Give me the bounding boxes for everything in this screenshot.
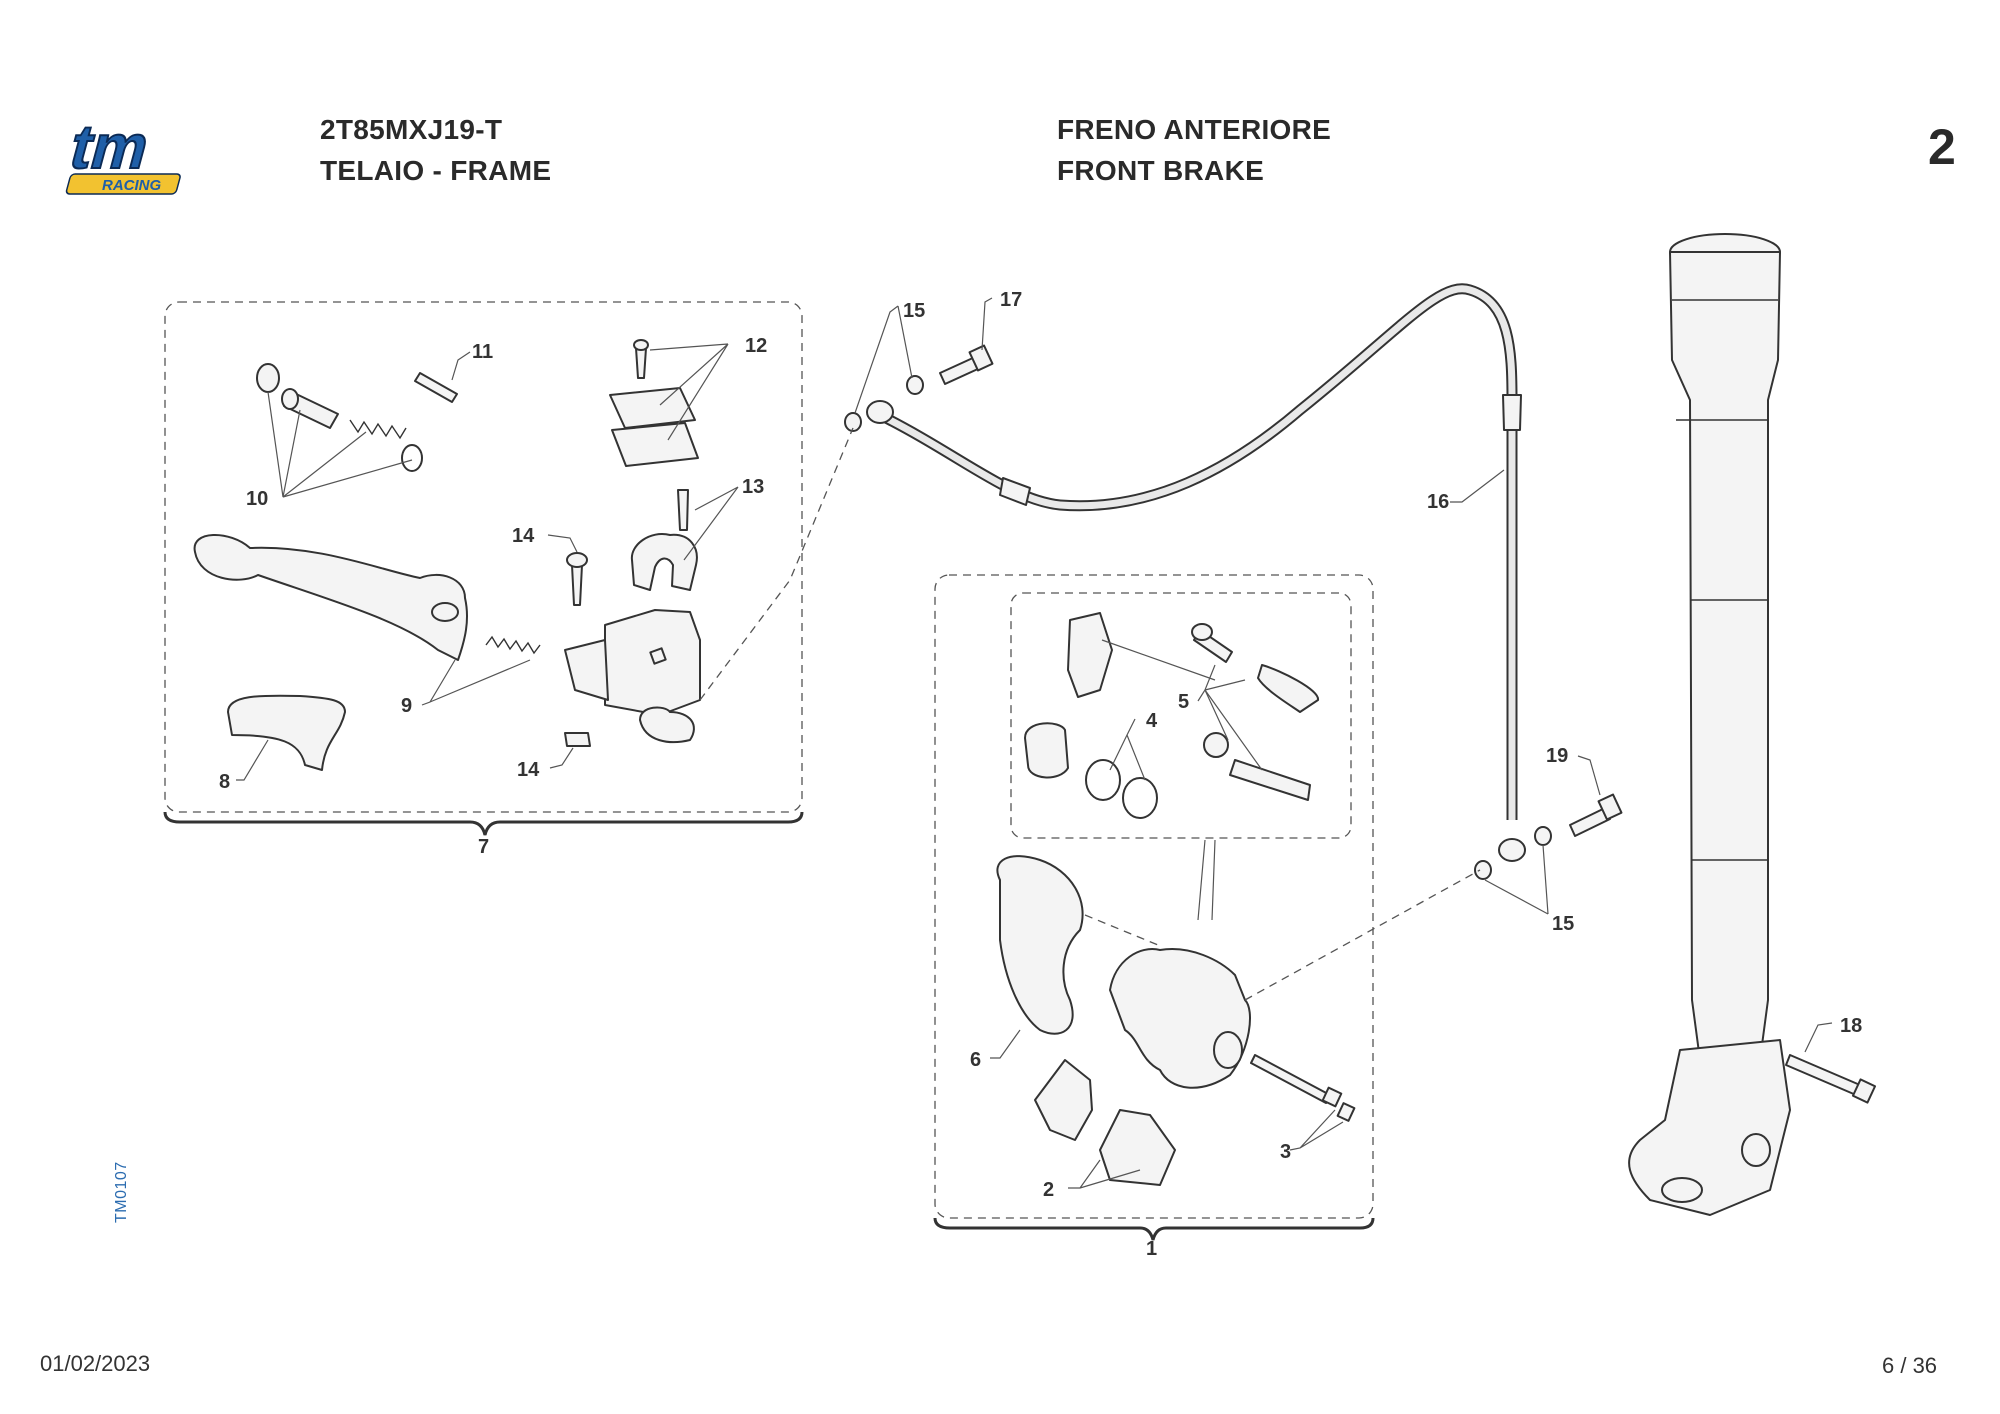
group-7-box: [164, 301, 803, 813]
group-4-5-box: [1010, 592, 1352, 839]
callout-16: 16: [1427, 491, 1449, 513]
callout-18: 18: [1840, 1015, 1862, 1037]
banjo-bolt-19: [1569, 793, 1623, 837]
section-number: 2: [1928, 119, 1956, 175]
group-title: TELAIO - FRAME: [320, 155, 552, 186]
lever-boot: [227, 694, 346, 771]
callout-13: 13: [742, 476, 764, 498]
lever-bolt-and-nut: [564, 552, 591, 747]
callout-14-bottom: 14: [517, 759, 540, 781]
banjo-bolt-17: [939, 344, 994, 385]
callout-12: 12: [745, 335, 767, 357]
callout-2: 2: [1043, 1179, 1054, 1201]
brake-pads: [1034, 1059, 1176, 1186]
callout-14-top: 14: [512, 525, 535, 547]
callout-10: 10: [246, 488, 268, 510]
callout-9: 9: [401, 695, 412, 717]
callout-15-top: 15: [903, 300, 925, 322]
callout-8: 8: [219, 771, 230, 793]
tm-racing-logo: tm RACING: [62, 118, 181, 195]
callout-15-bottom: 15: [1552, 913, 1574, 935]
title-italian: FRENO ANTERIORE: [1057, 114, 1332, 145]
group-7-brace: [163, 811, 804, 836]
brake-hose: [866, 283, 1526, 862]
logo-sub: RACING: [102, 177, 161, 194]
caliper-pin-and-plug: [1250, 1054, 1356, 1122]
lever-pivot-kit: [256, 363, 423, 472]
callout-4: 4: [1146, 710, 1158, 732]
pin-part-11: [414, 372, 458, 403]
caliper-internals: [1024, 612, 1319, 819]
callout-1: 1: [1146, 1238, 1157, 1260]
footer-date: 01/02/2023: [40, 1351, 151, 1376]
leader-lines: [236, 297, 1833, 1189]
caliper-bracket: [996, 855, 1084, 1035]
brake-caliper: [1109, 948, 1251, 1089]
title-english: FRONT BRAKE: [1057, 155, 1265, 186]
logo-brand: tm: [63, 118, 157, 182]
callout-5: 5: [1178, 691, 1189, 713]
group-1-brace: [933, 1217, 1375, 1241]
callout-11: 11: [472, 341, 493, 363]
copper-washers: [844, 375, 1552, 880]
group-1-box: [934, 574, 1374, 1219]
assembly-lines: [699, 427, 1481, 1001]
fork-leg: [1628, 233, 1791, 1216]
model-code: 2T85MXJ19-T: [320, 114, 503, 145]
callout-19: 19: [1546, 745, 1568, 767]
callout-3: 3: [1280, 1141, 1291, 1163]
master-cylinder: [564, 609, 701, 744]
handlebar-clamp: [630, 489, 698, 591]
callout-7: 7: [478, 836, 489, 858]
callout-17: 17: [1000, 289, 1022, 311]
callout-6: 6: [970, 1049, 981, 1071]
brake-lever: [193, 534, 541, 661]
fork-bolt-18: [1785, 1054, 1877, 1104]
reservoir-cap-kit: [609, 339, 699, 467]
footer-page: 6 / 36: [1882, 1353, 1938, 1378]
